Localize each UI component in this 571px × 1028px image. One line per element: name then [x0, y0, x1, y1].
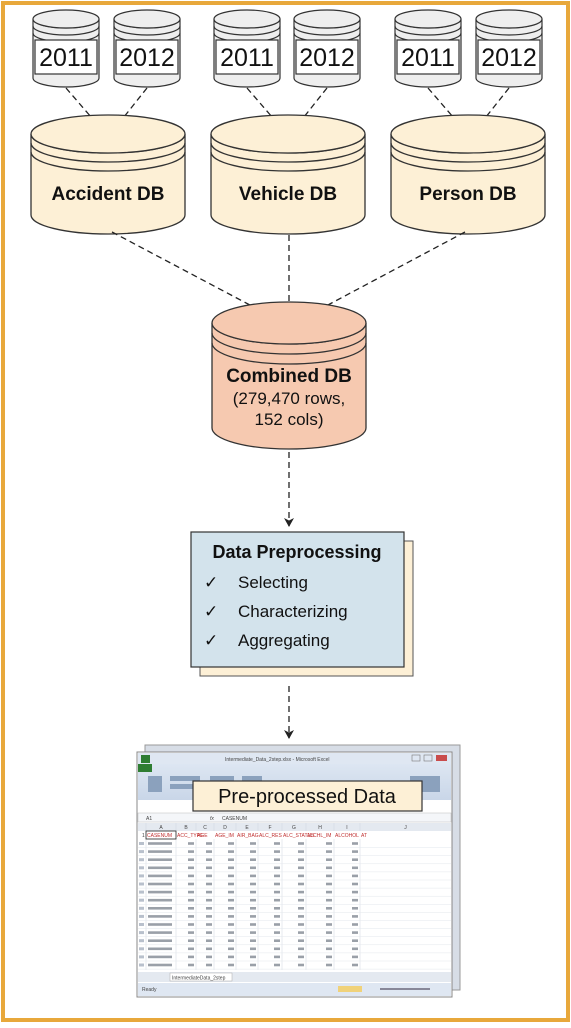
- check-icon: ✓: [204, 602, 218, 621]
- step-aggregating: Aggregating: [238, 631, 330, 650]
- year-label-box: [295, 39, 359, 75]
- vehicle-db-label: Vehicle DB: [239, 184, 337, 205]
- year-label: 2012: [299, 44, 355, 72]
- year-cylinder: 2012: [113, 9, 181, 88]
- source-db-vehicle: Vehicle DB: [210, 114, 366, 235]
- year-label-box: [34, 39, 98, 75]
- excel-formula: CASENUM: [222, 816, 247, 822]
- year-label-box: [477, 39, 541, 75]
- excel-column-letter: C: [203, 825, 207, 831]
- excel-status-bar: [138, 983, 451, 996]
- excel-active-cell: [145, 830, 177, 840]
- excel-column-letter: F: [268, 825, 271, 831]
- person-db-label: Person DB: [419, 184, 516, 205]
- excel-header-cell: ALCOHOL: [335, 833, 359, 839]
- excel-status: Ready: [142, 987, 157, 993]
- excel-window-title: Intermediate_Data_2step.xlsx - Microsoft…: [225, 757, 330, 763]
- accident-db-label: Accident DB: [52, 184, 165, 205]
- preprocessing-title: Data Preprocessing: [212, 542, 381, 562]
- excel-icon: [141, 755, 150, 763]
- source-db-person: Person DB: [390, 114, 546, 235]
- combined-db: Combined DB (279,470 rows, 152 cols): [211, 301, 367, 450]
- year-cylinders: 2011 2012 2011 2012 2011 2012: [32, 9, 543, 88]
- excel-header-cell: AGE: [197, 833, 208, 839]
- excel-data-rows: [138, 842, 451, 970]
- excel-header-cell: ALC_STATUS: [283, 833, 315, 839]
- excel-column-letter: D: [223, 825, 227, 831]
- excel-sheet-tab: IntermediateData_2step: [172, 976, 226, 982]
- excel-column-letter: B: [184, 825, 188, 831]
- step-characterizing: Characterizing: [238, 602, 348, 621]
- spreadsheet-thumbnail: Intermediate_Data_2step.xlsx - Microsoft…: [136, 744, 461, 998]
- check-icon: ✓: [204, 573, 218, 592]
- output-label-box: [192, 780, 423, 812]
- year-cylinder: 2011: [32, 9, 100, 88]
- excel-header-cell: AIR_BAG: [237, 833, 259, 839]
- year-label: 2011: [39, 44, 93, 72]
- output-label: Pre-processed Data: [218, 786, 397, 808]
- step-selecting: Selecting: [238, 573, 308, 592]
- combined-db-cols: 152 cols): [255, 410, 324, 429]
- year-label-box: [115, 39, 179, 75]
- excel-column-letter: J: [404, 825, 407, 831]
- excel-row-number: 1: [142, 833, 145, 839]
- year-label-box: [396, 39, 460, 75]
- excel-header-cell: ACC_TYPE: [177, 833, 204, 839]
- excel-header-cell: AT: [361, 833, 367, 839]
- excel-column-letter: E: [245, 825, 249, 831]
- year-cylinder: 2012: [293, 9, 361, 88]
- check-icon: ✓: [204, 631, 218, 650]
- year-cylinder: 2012: [475, 9, 543, 88]
- excel-sheet-bar: [138, 972, 451, 982]
- excel-column-letter: I: [346, 825, 347, 831]
- combined-db-rows: (279,470 rows,: [233, 389, 345, 408]
- excel-column-letter: G: [292, 825, 296, 831]
- year-label-box: [215, 39, 279, 75]
- excel-fx: fx: [210, 816, 214, 822]
- excel-formula-bar: [137, 812, 452, 823]
- year-cylinder: 2011: [394, 9, 462, 88]
- excel-header-cell: ALC_RES: [259, 833, 282, 839]
- excel-column-letter: H: [318, 825, 322, 831]
- excel-cell-ref: A1: [146, 816, 152, 822]
- excel-column-letter: A: [159, 825, 163, 831]
- year-cylinder: 2011: [213, 9, 281, 88]
- year-label: 2011: [401, 44, 455, 72]
- year-label: 2012: [119, 44, 175, 72]
- preprocessing-box: Data Preprocessing ✓ Selecting ✓ Charact…: [190, 531, 414, 677]
- excel-header-cell: AGE_IM: [215, 833, 234, 839]
- year-label: 2012: [481, 44, 537, 72]
- excel-header-cell: ALCHL_IM: [307, 833, 331, 839]
- excel-column-headers: [138, 823, 451, 831]
- excel-title-bar: [138, 753, 451, 764]
- year-label: 2011: [220, 44, 274, 72]
- source-db-accident: Accident DB: [30, 114, 186, 235]
- combined-db-label: Combined DB: [226, 366, 352, 387]
- excel-header-cell: CASENUM: [147, 833, 172, 839]
